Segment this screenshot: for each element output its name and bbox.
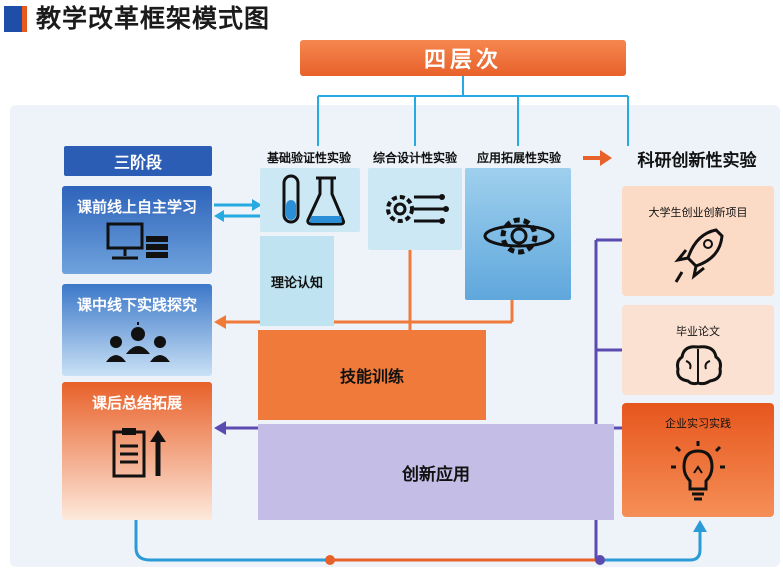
clipboard-arrow-icon xyxy=(112,428,166,478)
research-item-label: 毕业论文 xyxy=(676,325,720,338)
stage-pre-class: 课前线上自主学习 xyxy=(62,186,212,274)
stage-post-class: 课后总结拓展 xyxy=(62,382,212,520)
title-accent-blue xyxy=(4,6,22,32)
experiment-comprehensive-label: 综合设计性实验 xyxy=(372,150,457,165)
three-stages-header: 三阶段 xyxy=(64,146,212,176)
research-item-thesis: 毕业论文 xyxy=(622,305,774,395)
theory-cognition-box: 理论认知 xyxy=(260,236,334,326)
brain-icon xyxy=(676,345,722,386)
title-accent-orange xyxy=(22,6,27,32)
experiment-comprehensive-box xyxy=(368,168,462,250)
lightbulb-icon xyxy=(671,441,725,501)
stage-label: 课后总结拓展 xyxy=(91,394,182,412)
stage-label: 课中线下实践探究 xyxy=(76,296,197,314)
group-people-icon xyxy=(106,322,170,362)
stage-label: 课前线上自主学习 xyxy=(76,198,197,216)
test-tube-flask-icon xyxy=(282,174,346,226)
stage-in-class: 课中线下实践探究 xyxy=(62,284,212,376)
experiment-application-label: 应用拓展性实验 xyxy=(476,150,561,165)
research-item-label: 企业实习实践 xyxy=(665,417,731,430)
rocket-icon xyxy=(674,228,724,283)
research-item-label: 大学生创业创新项目 xyxy=(648,206,748,219)
gear-circuit-icon xyxy=(386,194,449,224)
computer-stack-icon xyxy=(106,222,168,260)
research-innovation-label: 科研创新性实验 xyxy=(637,150,757,171)
gear-orbit-icon xyxy=(483,217,555,255)
research-item-internship: 企业实习实践 xyxy=(622,403,774,517)
innovation-application-box: 创新应用 xyxy=(258,424,614,520)
research-item-startup: 大学生创业创新项目 xyxy=(622,186,774,296)
skill-training-box: 技能训练 xyxy=(258,330,486,420)
experiment-basic-label: 基础验证性实验 xyxy=(266,150,351,165)
page-title: 教学改革框架模式图 xyxy=(36,4,271,33)
four-levels-header: 四层次 xyxy=(300,40,626,76)
experiment-application-box xyxy=(465,168,571,300)
experiment-basic-box xyxy=(260,168,360,232)
